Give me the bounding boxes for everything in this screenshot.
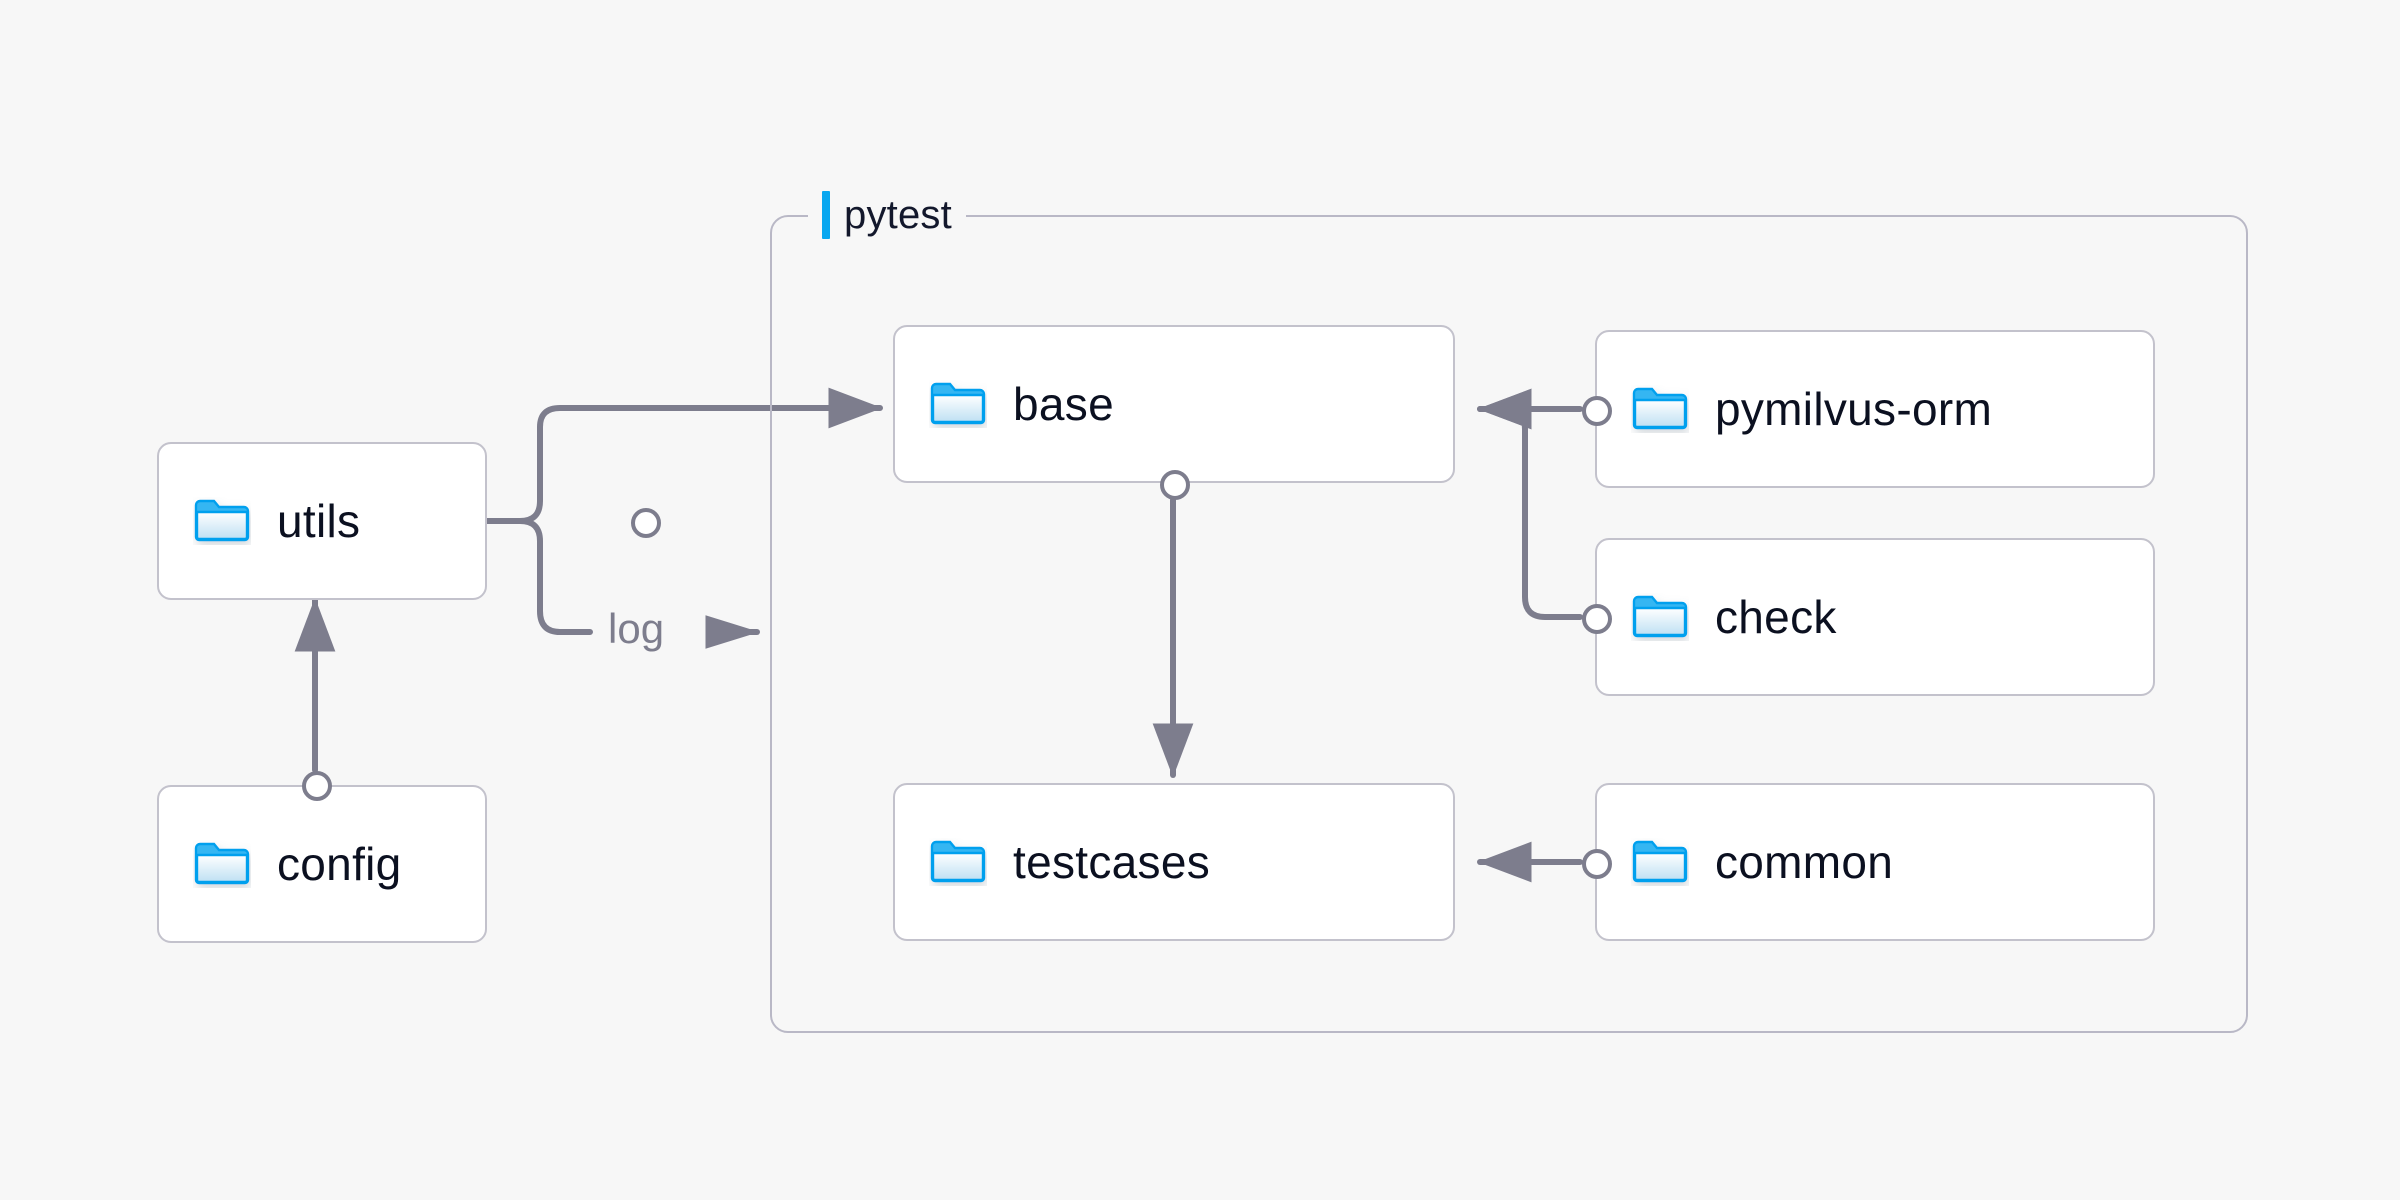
folder-icon: [930, 382, 986, 425]
node-base[interactable]: base: [893, 325, 1455, 500]
node-check[interactable]: check: [1582, 538, 2155, 696]
node-check-label: check: [1715, 591, 1837, 643]
port-utils-right[interactable]: [631, 508, 661, 538]
node-common-label: common: [1715, 836, 1894, 888]
folder-icon: [1632, 595, 1688, 638]
folder-icon: [194, 499, 250, 542]
node-common[interactable]: common: [1582, 783, 2155, 941]
port-check-left[interactable]: [1582, 604, 1612, 634]
node-testcases[interactable]: testcases: [893, 783, 1455, 941]
folder-icon: [194, 842, 250, 885]
port-pymilvus-orm-left[interactable]: [1582, 396, 1612, 426]
group-pytest[interactable]: [770, 215, 2248, 1033]
edge-utils-log: [484, 518, 760, 649]
folder-icon: [930, 840, 986, 883]
port-config-top[interactable]: [302, 771, 332, 801]
folder-icon: [1632, 387, 1688, 430]
group-accent-bar: [822, 191, 830, 239]
node-config-label: config: [277, 838, 402, 890]
port-base-bottom[interactable]: [1160, 470, 1190, 500]
node-pymilvus-orm[interactable]: pymilvus-orm: [1582, 330, 2155, 488]
edge-check-base: [1477, 388, 1583, 620]
node-testcases-label: testcases: [1013, 836, 1211, 888]
folder-icon: [1632, 840, 1688, 883]
edge-label-log: log: [598, 608, 675, 650]
node-utils-label: utils: [277, 495, 361, 547]
node-pymilvus-orm-label: pymilvus-orm: [1715, 383, 1993, 435]
port-common-left[interactable]: [1582, 849, 1612, 879]
node-config[interactable]: config: [157, 771, 487, 943]
group-pytest-label: pytest: [808, 187, 966, 243]
node-utils[interactable]: utils: [157, 442, 661, 600]
group-title-text: pytest: [844, 192, 952, 237]
node-base-label: base: [1013, 378, 1114, 430]
